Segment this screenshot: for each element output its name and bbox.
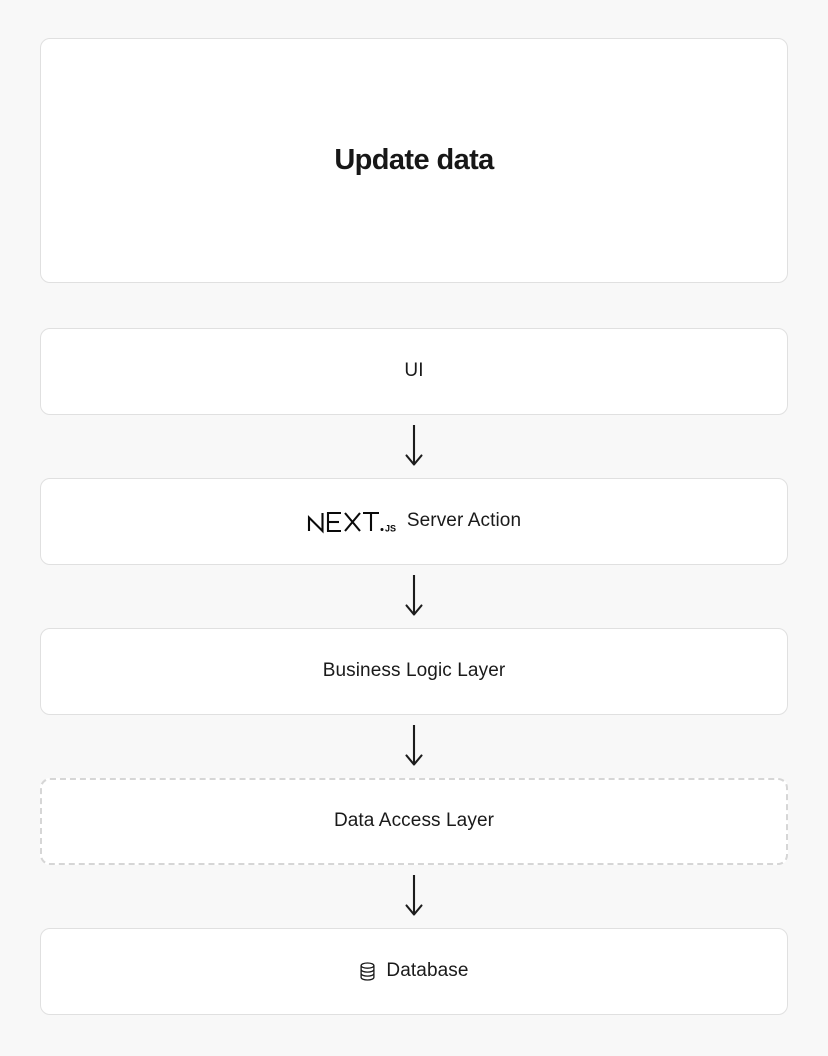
- down-arrow-icon-1: [40, 415, 788, 478]
- step-card-server-action: JS Server Action: [40, 478, 788, 565]
- step-label-ui: UI: [404, 360, 424, 382]
- step-content-database: Database: [359, 959, 468, 984]
- step-content-server-action: JS Server Action: [307, 509, 521, 534]
- step-label-business-logic-layer: Business Logic Layer: [322, 660, 506, 682]
- svg-text:JS: JS: [385, 523, 396, 533]
- database-icon: [359, 962, 376, 981]
- nextjs-logo-icon: JS: [307, 510, 397, 534]
- down-arrow-icon-3: [40, 715, 788, 778]
- step-card-database: Database: [40, 928, 788, 1015]
- step-card-data-access-layer: Data Access Layer: [40, 778, 788, 865]
- step-content-business-logic-layer: Business Logic Layer: [323, 659, 506, 684]
- step-content-ui: UI: [404, 359, 423, 384]
- hero-card: Update data: [40, 38, 788, 283]
- step-label-server-action: Server Action: [406, 510, 522, 532]
- page-title: Update data: [334, 144, 494, 177]
- hero-gap: [40, 283, 788, 328]
- step-content-data-access-layer: Data Access Layer: [334, 809, 494, 834]
- step-card-ui: UI: [40, 328, 788, 415]
- step-label-database: Database: [386, 960, 469, 982]
- down-arrow-icon-2: [40, 565, 788, 628]
- down-arrow-icon-4: [40, 865, 788, 928]
- step-card-business-logic-layer: Business Logic Layer: [40, 628, 788, 715]
- step-label-data-access-layer: Data Access Layer: [333, 810, 495, 832]
